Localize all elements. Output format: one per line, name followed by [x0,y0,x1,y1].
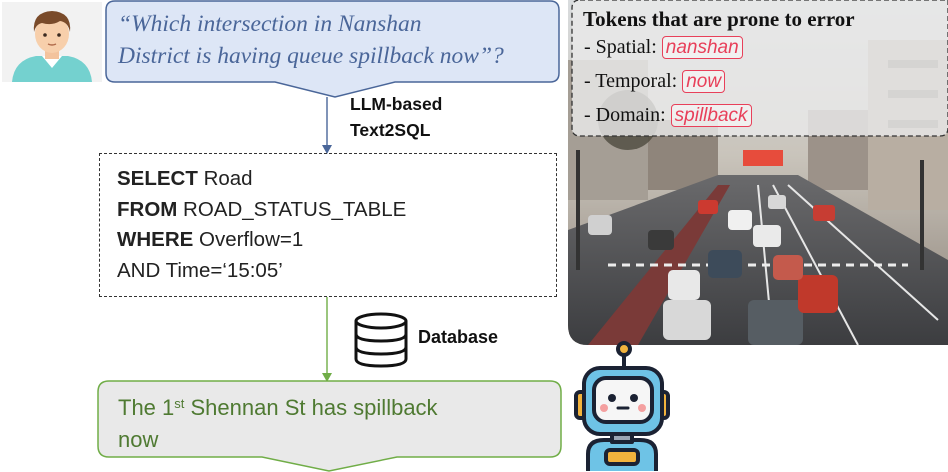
sql-value-3: Overflow=1 [193,228,304,251]
sql-keyword-where: WHERE [117,228,194,251]
answer-superscript: st [174,396,185,411]
sql-line-3: WHERE Overflow=1 [117,225,406,256]
question-text: “Which intersection in Nanshan District … [118,8,558,72]
arrow-down-green [322,297,332,382]
sql-value-1: Road [197,167,253,190]
answer-line-2: now [118,427,159,452]
sql-query: SELECT Road FROM ROAD_STATUS_TABLE WHERE… [117,164,406,286]
llm-label-line-2: Text2SQL [350,120,431,140]
answer-line-1: The 1st Shennan St has spillback [118,392,538,424]
llm-label-line-1: LLM-based [350,94,443,114]
sql-line-1: SELECT Road [117,164,406,195]
token-row-spatial: - Spatial: nanshan [584,36,743,59]
traffic-street-photo [568,0,948,345]
sql-value-2: ROAD_STATUS_TABLE [177,197,407,221]
arrow-down-blue [322,97,332,154]
token-label-domain: - Domain: [584,104,666,126]
answer-bubble [97,380,562,472]
tokens-title: Tokens that are prone to error [583,7,855,31]
llm-text2sql-label: LLM-based Text2SQL [350,91,442,143]
question-line-1: “Which intersection in Nanshan [118,11,422,37]
database-icon [354,312,408,368]
answer-rest: Shennan St has spillback [184,395,438,420]
sql-query-box [99,153,557,297]
database-label: Database [418,327,499,347]
token-highlight-spatial: nanshan [661,36,743,59]
token-highlight-domain: spillback [670,104,752,127]
token-row-domain: - Domain: spillback [584,104,752,127]
token-highlight-temporal: now [682,70,726,93]
token-label-spatial: - Spatial: [584,36,657,58]
sql-keyword-from: FROM [117,197,178,221]
answer-text: The 1st Shennan St has spillback now [118,392,538,456]
question-line-2: District is having queue spillback now”? [118,43,504,69]
token-row-temporal: - Temporal: now [584,70,726,93]
robot-icon [574,341,670,471]
question-bubble [105,0,560,98]
answer-prefix: The 1 [118,395,175,420]
user-avatar-icon [2,2,102,82]
sql-line-2: FROM ROAD_STATUS_TABLE [117,195,406,226]
sql-line-4: AND Time=‘15:05’ [117,258,283,282]
token-label-temporal: - Temporal: [584,70,678,92]
sql-keyword-select: SELECT [117,167,198,190]
